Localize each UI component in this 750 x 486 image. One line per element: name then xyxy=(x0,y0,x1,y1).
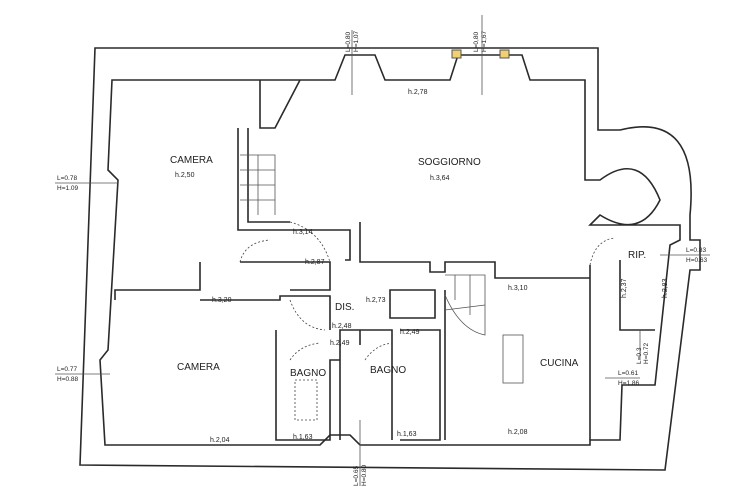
outer-wall xyxy=(79,47,701,471)
kitchen-counter xyxy=(502,334,524,384)
window-dim: H=0.72 xyxy=(643,342,650,364)
room-height: h.1,63 xyxy=(293,434,313,441)
window-dim: H=1.86 xyxy=(618,380,640,387)
window-highlight xyxy=(499,49,510,59)
window-dim: H=1,67 xyxy=(481,30,488,52)
room-label: SOGGIORNO xyxy=(418,157,481,168)
window-dim: H=1.09 xyxy=(57,185,79,192)
window-dim: L=0.61 xyxy=(618,370,638,377)
room-label: BAGNO xyxy=(290,368,326,379)
window-dim: H=1,07 xyxy=(353,30,360,52)
room-label: RIP. xyxy=(628,250,646,261)
door-swing xyxy=(289,342,321,361)
room-label: CUCINA xyxy=(540,358,579,369)
door-swing xyxy=(589,237,616,266)
door-swing xyxy=(289,299,326,331)
height-note: h.2,78 xyxy=(408,89,428,96)
window-dim: L=0.83 xyxy=(686,247,706,254)
room-label: CAMERA xyxy=(170,155,213,166)
dimension-lines xyxy=(55,15,710,486)
window-dim: L=0.65 xyxy=(353,466,360,486)
room-height: h.2,08 xyxy=(508,429,528,436)
room-height: h.2,50 xyxy=(175,172,195,179)
height-note: h.2,37 xyxy=(621,278,628,298)
door-swing xyxy=(289,221,331,263)
staircase xyxy=(240,154,276,215)
window-dim: L=0,80 xyxy=(473,32,480,52)
interior-walls xyxy=(114,79,655,441)
window-highlight xyxy=(451,49,462,59)
spiral-staircase xyxy=(444,274,486,336)
window-dim: H=0.88 xyxy=(57,376,79,383)
inner-wall xyxy=(99,54,681,446)
room-height: h.1,63 xyxy=(397,431,417,438)
window-dim: L=0.78 xyxy=(57,175,77,182)
height-note: h.2,48 xyxy=(332,323,352,330)
window-dim: L=0,80 xyxy=(345,32,352,52)
window-dim: H=0.63 xyxy=(686,257,708,264)
room-label: DIS. xyxy=(335,302,354,313)
height-note: h.2,49 xyxy=(330,340,350,347)
room-height: h.2,73 xyxy=(366,297,386,304)
height-note: h.2,49 xyxy=(400,329,420,336)
door-swing xyxy=(364,342,393,361)
room-height: h.2,83 xyxy=(662,278,669,298)
room-label: CAMERA xyxy=(177,362,220,373)
window-dim: H=0.80 xyxy=(361,464,368,486)
height-note: h.3,10 xyxy=(508,285,528,292)
height-note: h.3,14 xyxy=(293,229,313,236)
height-note: h.3,20 xyxy=(212,297,232,304)
room-height: h.3,64 xyxy=(430,175,450,182)
window-dim: L=0.3 xyxy=(636,347,643,364)
door-swing xyxy=(239,239,271,263)
shower-tray xyxy=(294,379,318,421)
window-dim: L=0.77 xyxy=(57,366,77,373)
room-height: h.2,04 xyxy=(210,437,230,444)
room-label: BAGNO xyxy=(370,365,406,376)
height-note: h.2,87 xyxy=(305,259,325,266)
